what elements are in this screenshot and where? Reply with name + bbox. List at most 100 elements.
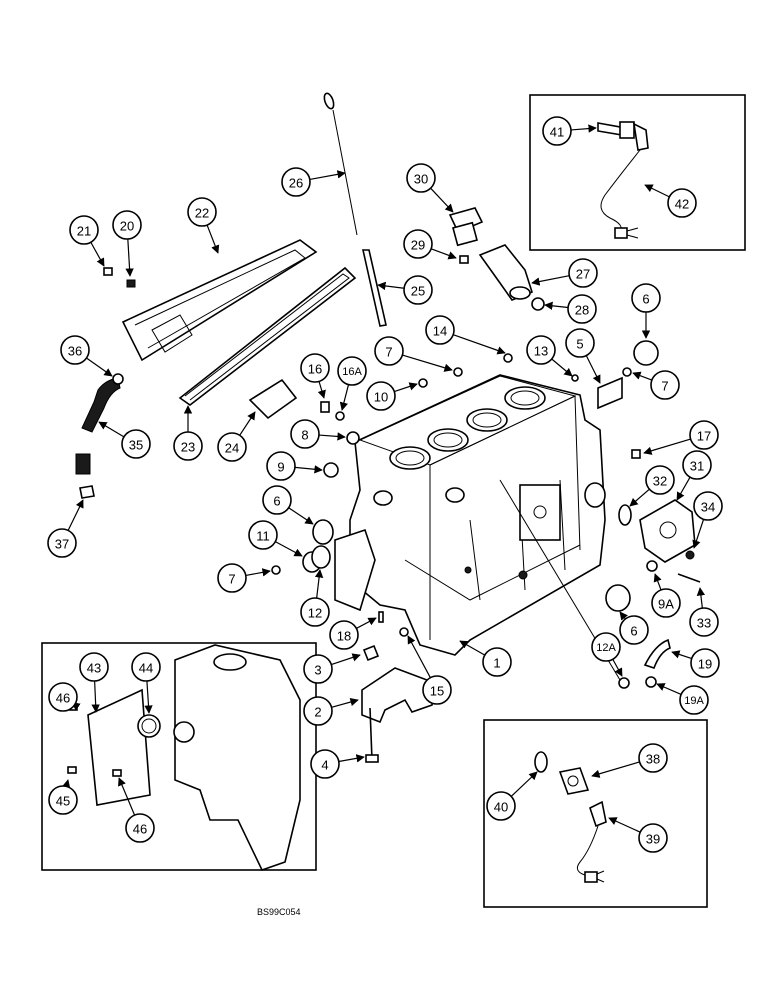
callout-number: 7 — [661, 379, 668, 394]
callout-7: 7 — [217, 563, 247, 593]
callout-circle — [689, 607, 719, 637]
leader-line-43 — [91, 680, 100, 713]
callout-8: 8 — [290, 419, 320, 449]
leader-line-12 — [314, 569, 324, 599]
nut-34 — [685, 550, 695, 560]
callout-number: 13 — [534, 344, 548, 359]
plug-10 — [418, 378, 428, 388]
callout-circle — [645, 465, 675, 495]
leader-line-19 — [671, 650, 692, 660]
leader-line-42 — [644, 184, 670, 198]
callout-6: 6 — [631, 283, 661, 313]
callout-circle — [693, 491, 723, 521]
callout-42: 42 — [667, 188, 697, 218]
callout-number: 43 — [87, 661, 101, 676]
callout-number: 37 — [55, 537, 69, 552]
callout-36: 36 — [60, 335, 90, 365]
callout-18: 18 — [329, 620, 359, 650]
callout-number: 7 — [385, 345, 392, 360]
leader-line-45 — [62, 779, 71, 789]
callout-number: 19A — [684, 695, 704, 707]
callout-number: 33 — [697, 616, 711, 631]
callout-number: 38 — [646, 752, 660, 767]
callout-number: 1 — [493, 656, 500, 671]
callout-circle — [638, 743, 668, 773]
valve-cover-22 — [121, 239, 318, 362]
callout-circle — [303, 696, 333, 726]
callout-circle — [650, 370, 680, 400]
callout-circle — [403, 229, 433, 259]
callout-number: 8 — [301, 428, 308, 443]
callout-number: 6 — [273, 494, 280, 509]
plug-15 — [399, 627, 409, 637]
callout-circle — [482, 647, 512, 677]
cup-plug-8 — [346, 431, 360, 445]
nut-20 — [126, 279, 136, 288]
leader-line-5 — [585, 355, 601, 384]
seal-6-bottom — [605, 584, 631, 612]
callout-9: 9 — [266, 451, 296, 481]
callout-number: 25 — [411, 284, 425, 299]
callout-circle — [425, 315, 455, 345]
callout-15: 15 — [422, 675, 452, 705]
bolt-33 — [677, 573, 701, 583]
leader-line-35 — [98, 421, 125, 438]
leader-line-7 — [632, 371, 653, 381]
callout-circle — [651, 588, 681, 618]
callout-14: 14 — [425, 315, 455, 345]
callout-number: 4 — [321, 758, 328, 773]
callout-26: 26 — [281, 167, 311, 197]
leader-line-1 — [459, 640, 486, 656]
callout-17: 17 — [689, 420, 719, 450]
callout-12a: 12A — [591, 632, 621, 662]
callout-43: 43 — [79, 652, 109, 682]
callout-circle — [366, 381, 396, 411]
callout-circle — [422, 675, 452, 705]
camshaft-bushing — [597, 376, 623, 410]
callout-number: 46 — [56, 691, 70, 706]
callout-circle — [131, 652, 161, 682]
leader-line-24 — [239, 411, 256, 436]
callout-41: 41 — [542, 116, 572, 146]
callout-5: 5 — [565, 328, 595, 358]
callout-31: 31 — [682, 450, 712, 480]
callout-number: 42 — [675, 197, 689, 212]
leader-line-7 — [245, 568, 271, 577]
callout-number: 5 — [576, 337, 583, 352]
plug-small-left — [271, 565, 281, 575]
callout-number: 18 — [337, 629, 351, 644]
callout-circle — [47, 528, 77, 558]
callout-6: 6 — [619, 615, 649, 645]
callout-number: 11 — [256, 529, 270, 544]
oil-pressure-sender-assembly — [534, 751, 607, 883]
callout-40: 40 — [486, 791, 516, 821]
plug-small-top — [453, 367, 463, 377]
callout-number: 24 — [225, 441, 239, 456]
callout-37: 37 — [47, 528, 77, 558]
leader-line-38 — [591, 761, 640, 778]
callout-number: 6 — [630, 624, 637, 639]
leader-line-13 — [551, 358, 573, 377]
callout-circle — [266, 451, 296, 481]
bolt-17 — [631, 449, 641, 459]
callout-circle — [125, 813, 155, 843]
callout-32: 32 — [645, 465, 675, 495]
callout-circle — [406, 163, 436, 193]
plug-small-right — [622, 367, 632, 377]
callout-number: 9A — [658, 597, 674, 612]
callout-circle — [682, 450, 712, 480]
washer-16a — [335, 411, 345, 421]
callout-number: 17 — [697, 429, 711, 444]
seal-12 — [311, 545, 331, 569]
callout-38: 38 — [638, 743, 668, 773]
callout-circle — [173, 431, 203, 461]
callout-number: 12A — [596, 642, 616, 654]
callout-19a: 19A — [679, 685, 709, 715]
callout-33: 33 — [689, 607, 719, 637]
callout-circle — [79, 652, 109, 682]
callout-circle — [217, 563, 247, 593]
leader-line-6 — [288, 507, 314, 525]
bolt-29 — [459, 255, 469, 264]
gasket-23 — [178, 266, 357, 406]
leader-line-33 — [696, 587, 706, 609]
